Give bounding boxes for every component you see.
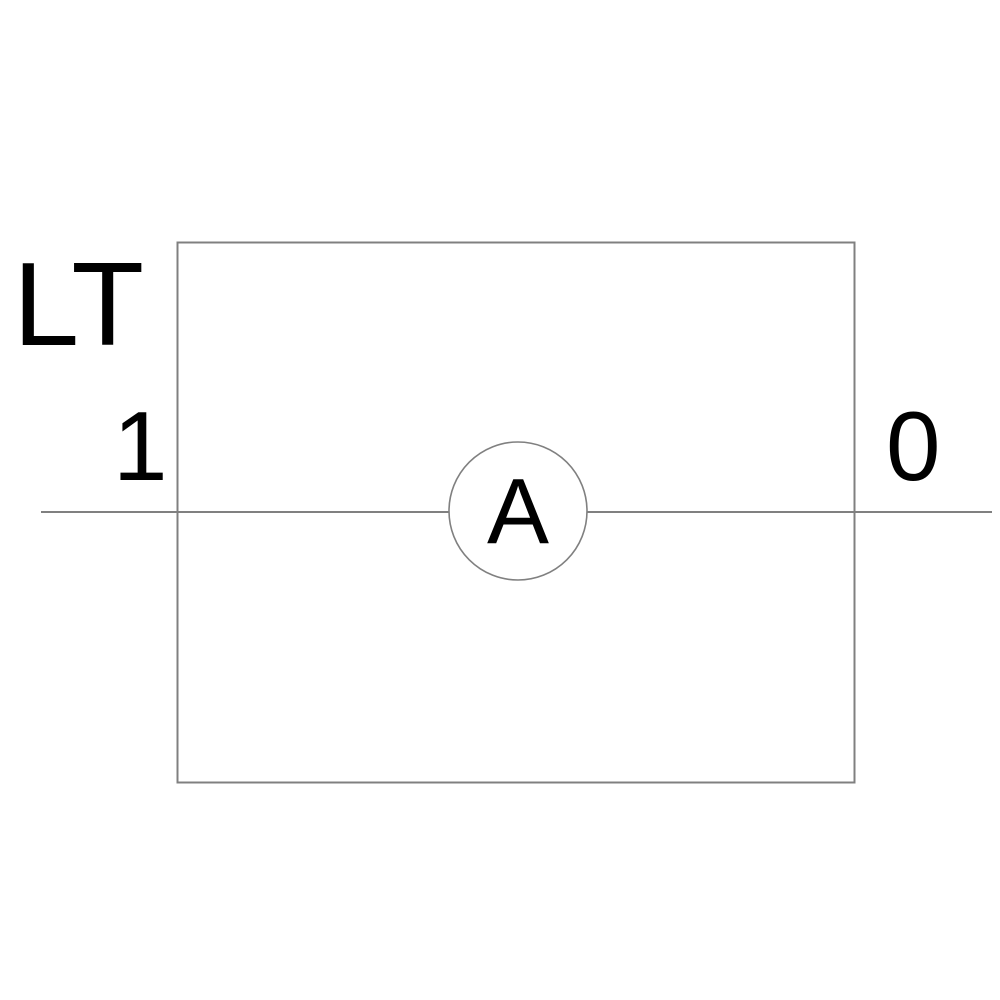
instrument-bubble-circle <box>448 441 588 581</box>
enclosure-rectangle <box>176 241 856 784</box>
device-label-lt: LT <box>13 238 146 371</box>
instrument-bubble-label: A <box>486 458 550 563</box>
terminal-label-left: 1 <box>113 391 168 501</box>
terminal-label-right: 0 <box>886 391 941 501</box>
